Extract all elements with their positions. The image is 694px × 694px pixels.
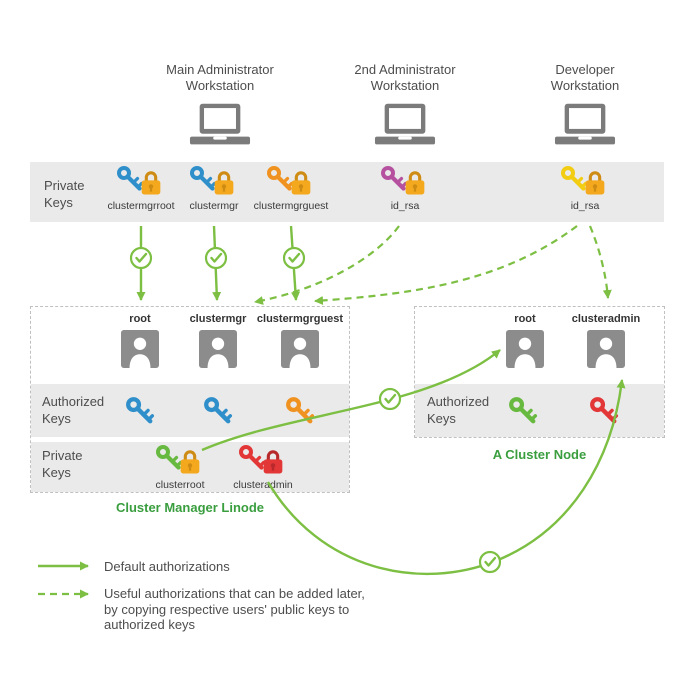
key-label: clustermgrguest <box>253 200 329 212</box>
workstation-label-line: Workstation <box>370 78 440 93</box>
band-label-line: Keys <box>42 411 71 426</box>
key-label: id_rsa <box>570 200 600 212</box>
band-label-line: Private <box>42 448 83 463</box>
laptop-icon-second <box>374 103 436 149</box>
private-key-idrsa-second: id_rsa <box>365 165 445 212</box>
lock-icon <box>138 169 164 196</box>
authorized-key-icon-red <box>589 396 619 426</box>
band-label-line: Private <box>44 178 85 193</box>
key-label: clusteradmin <box>233 479 293 491</box>
arrow-clustermgr-to-clustermgr <box>212 225 222 301</box>
user-icon-clustermgrguest <box>281 330 319 368</box>
legend-dashed-label: Useful authorizations that can be added … <box>104 586 365 633</box>
private-keys-band <box>30 162 664 222</box>
laptop-icon-main <box>189 103 251 149</box>
user-label-root: root <box>129 313 151 325</box>
cluster-node-title: A Cluster Node <box>492 447 587 462</box>
band-label-line: Keys <box>427 411 456 426</box>
arrow-dashed-idrsa-developer-to-node-clusteradmin <box>588 225 612 299</box>
lock-icon <box>582 169 608 196</box>
legend-dashed-line: by copying respective users' public keys… <box>104 601 350 617</box>
lock-icon <box>260 448 286 475</box>
private-key-clustermgrguest: clustermgrguest <box>251 165 331 212</box>
authorized-key-icon-orange <box>285 396 315 426</box>
manager-authorized-keys-label: Authorized Keys <box>42 393 104 427</box>
authorized-key-icon-blue <box>203 396 233 426</box>
lock-icon <box>211 169 237 196</box>
arrow-dashed-idrsa-developer-to-clustermgrguest <box>314 225 578 305</box>
arrow-clustermgrguest-to-clustermgrguest <box>289 225 300 301</box>
lock-icon <box>402 169 428 196</box>
workstation-label-line: Workstation <box>185 78 255 93</box>
private-key-clustermgr: clustermgr <box>174 165 254 212</box>
key-lock-icons <box>189 165 239 197</box>
manager-private-keys-label: Private Keys <box>42 447 82 481</box>
lock-icon <box>288 169 314 196</box>
arrow-dashed-idrsa-second-to-clustermgr <box>254 225 400 305</box>
key-lock-icons <box>380 165 430 197</box>
authorized-key-icon-blue <box>125 396 155 426</box>
check-icon <box>378 387 402 411</box>
key-lock-icons <box>266 165 316 197</box>
lock-icon <box>177 448 203 475</box>
node-user-label-clusteradmin: clusteradmin <box>571 313 641 325</box>
workstation-label-line: Main Administrator <box>166 62 274 77</box>
private-key-clusterroot: clusterroot <box>140 444 220 491</box>
check-icon <box>204 246 228 270</box>
legend-dashed-line: Useful authorizations that can be added … <box>104 586 365 601</box>
key-label: clustermgr <box>189 200 239 212</box>
check-icon <box>282 246 306 270</box>
check-icon <box>129 246 153 270</box>
workstation-label-main: Main Administrator Workstation <box>135 62 305 94</box>
laptop-icon-developer <box>554 103 616 149</box>
node-user-icon-clusteradmin <box>587 330 625 368</box>
private-key-idrsa-developer: id_rsa <box>545 165 625 212</box>
key-lock-icons <box>116 165 166 197</box>
workstation-label-developer: Developer Workstation <box>500 62 670 94</box>
authorized-key-icon-green <box>508 396 538 426</box>
private-key-clustermgrroot: clustermgrroot <box>101 165 181 212</box>
key-lock-icons <box>155 444 205 476</box>
key-lock-icons <box>238 444 288 476</box>
key-lock-icons <box>560 165 610 197</box>
workstation-label-second: 2nd Administrator Workstation <box>320 62 490 94</box>
band-label-line: Keys <box>44 195 73 210</box>
key-label: clusterroot <box>155 479 205 491</box>
cluster-manager-title: Cluster Manager Linode <box>115 500 265 515</box>
band-label-line: Authorized <box>42 394 105 409</box>
user-icon-root <box>121 330 159 368</box>
node-authorized-keys-label: Authorized Keys <box>427 393 489 427</box>
workstation-label-line: 2nd Administrator <box>354 62 456 77</box>
key-label: id_rsa <box>390 200 420 212</box>
band-label-line: Authorized <box>427 394 490 409</box>
user-label-clustermgrguest: clustermgrguest <box>256 313 344 325</box>
node-user-icon-root <box>506 330 544 368</box>
key-label: clustermgrroot <box>107 200 175 212</box>
private-key-clusteradmin: clusteradmin <box>223 444 303 491</box>
workstation-label-line: Workstation <box>550 78 620 93</box>
check-icon <box>478 550 502 574</box>
user-label-clustermgr: clustermgr <box>189 313 247 325</box>
legend-solid-label: Default authorizations <box>104 559 230 574</box>
band-label-line: Keys <box>42 465 71 480</box>
user-icon-clustermgr <box>199 330 237 368</box>
private-keys-band-label: Private Keys <box>44 177 84 211</box>
node-user-label-root: root <box>514 313 536 325</box>
workstation-label-line: Developer <box>555 62 615 77</box>
legend-dashed-line: authorized keys <box>104 617 196 632</box>
